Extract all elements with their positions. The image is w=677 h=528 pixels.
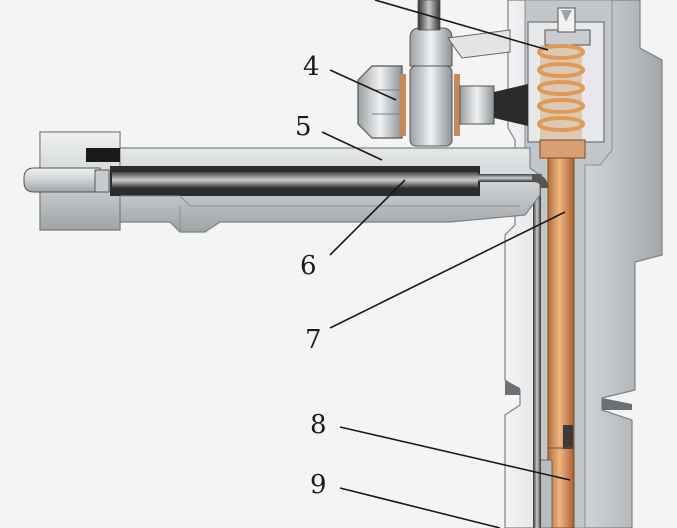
screw-tip <box>561 10 572 22</box>
body-notch-right <box>602 398 632 410</box>
copper-washer-left <box>400 74 406 136</box>
callout-5: 5 <box>295 112 312 142</box>
leader-6 <box>329 179 406 256</box>
leader-9 <box>339 487 501 528</box>
callout-9: 9 <box>310 470 327 500</box>
copper-washer-right <box>454 74 460 136</box>
fuel-channel-vertical <box>533 178 541 528</box>
callout-4: 4 <box>303 52 320 82</box>
spring-seat <box>539 139 586 159</box>
callout-8: 8 <box>310 410 327 440</box>
leader-top <box>374 0 549 51</box>
return-passage <box>494 84 528 126</box>
needle-valve-sleeve <box>539 459 553 528</box>
leader-4 <box>329 69 397 101</box>
leader-5 <box>321 131 383 161</box>
leader-8 <box>339 426 571 481</box>
callout-6: 6 <box>300 251 317 281</box>
callout-7: 7 <box>305 325 322 355</box>
leader-7 <box>329 211 566 329</box>
fuel-channel-bend <box>532 174 548 188</box>
fuel-channel-horizontal <box>478 174 542 182</box>
return-fitting <box>357 0 528 147</box>
rod-groove <box>563 425 573 449</box>
pressure-spring <box>537 44 585 145</box>
filter-rod <box>23 167 101 193</box>
body-notch-left <box>505 380 520 395</box>
inlet-seal <box>86 148 120 162</box>
hex-nut <box>357 65 403 139</box>
leader-lines <box>321 0 571 528</box>
filter-core <box>112 172 478 188</box>
